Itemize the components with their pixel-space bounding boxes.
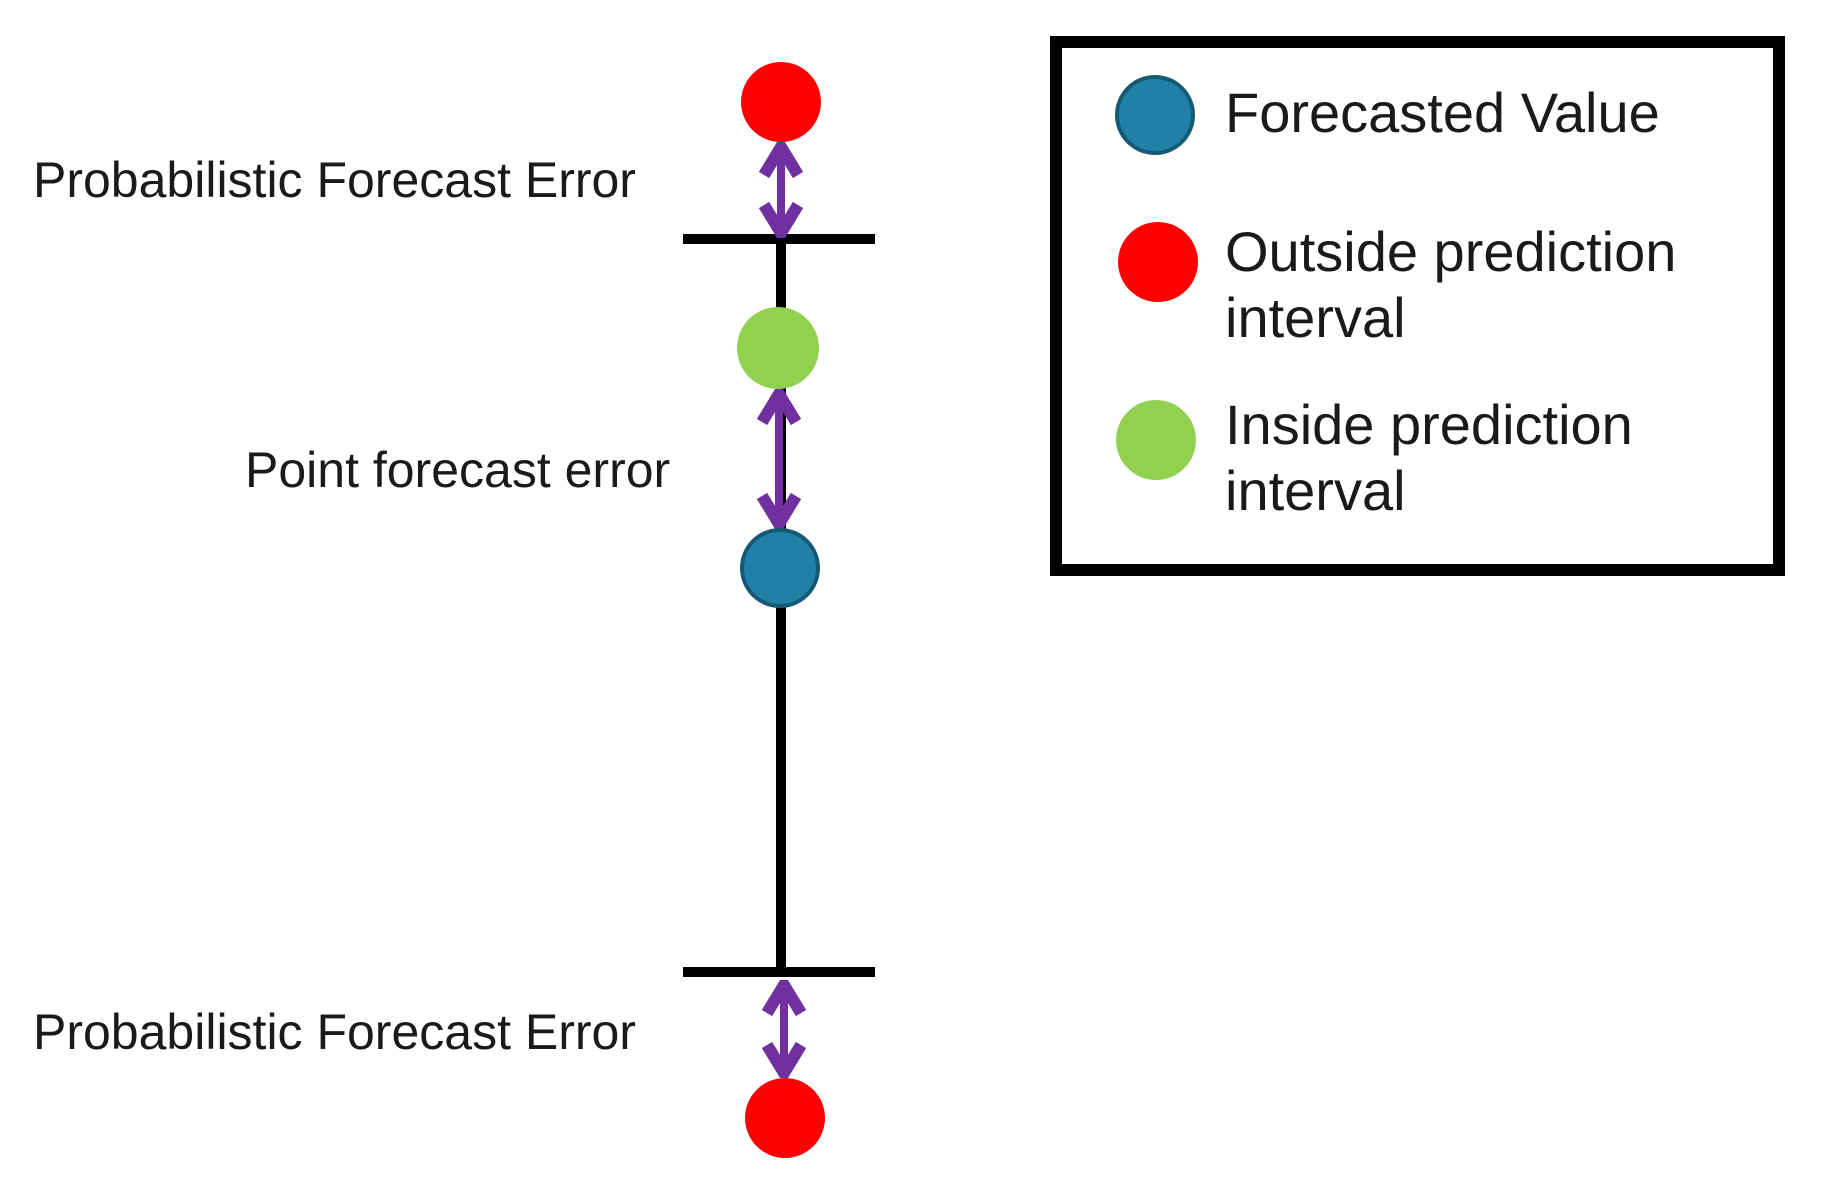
legend-label-forecasted-value: Forecasted Value (1225, 81, 1660, 144)
outside-interval-dot-top (741, 62, 821, 142)
forecasted-value-dot (740, 528, 820, 608)
point-forecast-error-arrow-icon (757, 389, 801, 529)
probabilistic-error-arrow-top-icon (759, 142, 803, 238)
point-forecast-error-label: Point forecast error (245, 442, 671, 498)
legend-label-inside-interval: Inside prediction interval (1225, 393, 1633, 522)
legend-forecasted-value-dot (1115, 75, 1195, 155)
prediction-interval-upper-cap (683, 234, 875, 244)
legend-box: Forecasted Value Outside prediction inte… (1050, 36, 1785, 576)
prediction-interval-lower-cap (683, 967, 875, 977)
legend-outside-interval-dot (1118, 222, 1198, 302)
probabilistic-error-arrow-bottom-icon (762, 980, 806, 1078)
outside-interval-dot-bottom (745, 1078, 825, 1158)
probabilistic-forecast-error-label-top: Probabilistic Forecast Error (33, 152, 636, 208)
probabilistic-forecast-error-label-bottom: Probabilistic Forecast Error (33, 1004, 636, 1060)
legend-inside-interval-dot (1116, 400, 1196, 480)
legend-label-outside-interval: Outside prediction interval (1225, 220, 1677, 349)
inside-interval-dot (737, 307, 819, 389)
